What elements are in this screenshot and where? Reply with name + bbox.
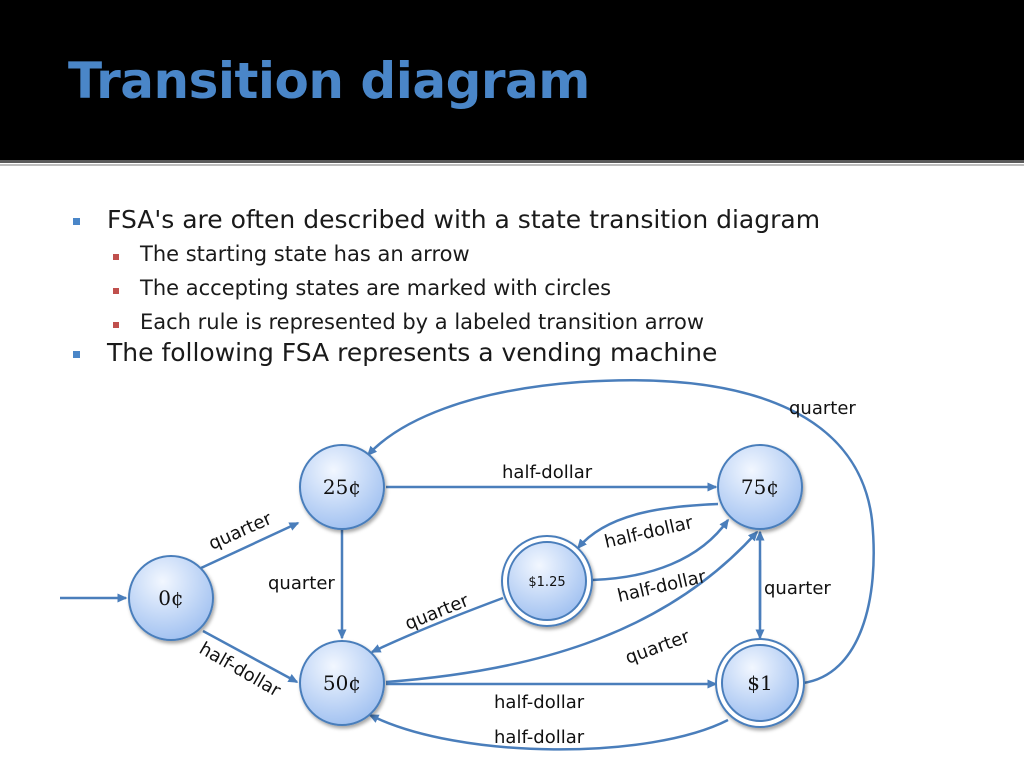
- edge-0-25: [200, 521, 300, 570]
- edge-label-50-100: half-dollar: [494, 692, 585, 713]
- title-divider: [0, 160, 1024, 163]
- edge-label-0-50: half-dollar: [196, 638, 285, 702]
- edge-label-100-50: half-dollar: [494, 727, 585, 748]
- edge-label-125-75: half-dollar: [615, 566, 708, 607]
- sub-bullet-marker-icon: [113, 322, 119, 328]
- state-75: 75¢: [717, 444, 803, 530]
- state-125-accepting: $1.25: [501, 535, 593, 627]
- edge-100-50: [368, 713, 729, 751]
- edge-label-75-125: half-dollar: [602, 512, 695, 553]
- bullet-item: FSA's are often described with a state t…: [107, 205, 821, 234]
- state-0: 0¢: [128, 555, 214, 641]
- edge-50-75: [385, 530, 759, 684]
- edge-label-25-50: quarter: [268, 573, 335, 594]
- edge-label-100-25: quarter: [789, 398, 856, 419]
- bullet-item: The following FSA represents a vending m…: [107, 338, 718, 367]
- state-25: 25¢: [299, 444, 385, 530]
- state-label: $1.25: [528, 575, 565, 590]
- edge-125-50: [370, 596, 504, 654]
- state-label: 25¢: [323, 475, 361, 499]
- state-label: 50¢: [323, 671, 361, 695]
- edge-label-25-75: half-dollar: [502, 462, 593, 483]
- slide-title: Transition diagram: [68, 52, 590, 110]
- state-label: 0¢: [158, 586, 183, 610]
- bullet-marker-icon: [73, 218, 80, 225]
- sub-bullet-marker-icon: [113, 288, 119, 294]
- state-label: 75¢: [741, 475, 779, 499]
- state-50: 50¢: [299, 640, 385, 726]
- state-100-accepting: $1: [715, 638, 805, 728]
- edge-label-0-25: quarter: [205, 508, 275, 555]
- sub-bullet-item: Each rule is represented by a labeled tr…: [140, 310, 705, 334]
- edge-75-125: [577, 502, 719, 550]
- state-label: $1: [747, 671, 772, 695]
- edge-label-75-100: quarter: [764, 578, 831, 599]
- title-divider-light: [0, 164, 1024, 166]
- sub-bullet-item: The accepting states are marked with cir…: [140, 276, 612, 300]
- bullet-marker-icon: [73, 351, 80, 358]
- title-bar: [0, 0, 1024, 160]
- sub-bullet-marker-icon: [113, 254, 119, 260]
- edge-125-75: [591, 518, 730, 582]
- sub-bullet-item: The starting state has an arrow: [140, 242, 470, 266]
- edge-label-125-50: quarter: [402, 590, 472, 635]
- edge-label-50-75: quarter: [623, 626, 694, 669]
- edge-100-25: [366, 378, 875, 685]
- edge-0-50: [202, 629, 299, 684]
